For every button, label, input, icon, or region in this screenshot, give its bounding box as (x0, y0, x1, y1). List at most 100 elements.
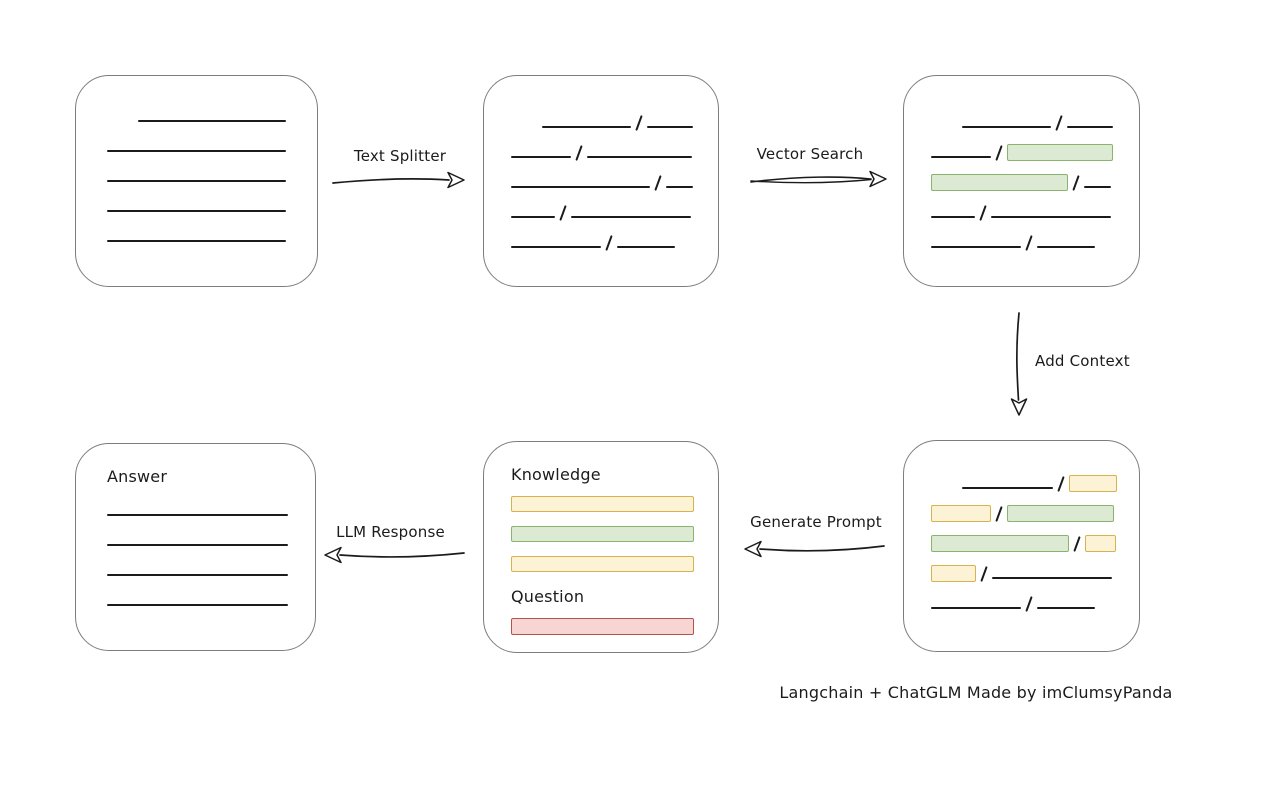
slash-separator (654, 175, 662, 191)
question-bars (511, 618, 718, 635)
text-line (931, 156, 991, 158)
generate-prompt-label: Generate Prompt (750, 513, 882, 531)
text-line (571, 216, 691, 218)
vector-search-arrow (750, 170, 887, 188)
text-line (991, 216, 1111, 218)
yellow-bar (511, 556, 694, 572)
text-row (931, 131, 1139, 161)
question-label: Question (511, 587, 585, 606)
text-line (107, 544, 288, 546)
answer-box: Answer (75, 443, 316, 651)
slash-separator (1072, 175, 1080, 191)
text-row (107, 489, 315, 519)
text-line (107, 150, 286, 152)
text-splitter-arrow (332, 171, 465, 189)
text-row (931, 161, 1139, 191)
text-row (511, 191, 718, 221)
text-row (107, 95, 317, 125)
slash-separator (605, 235, 613, 251)
text-line (511, 246, 601, 248)
text-row (931, 582, 1139, 612)
green-highlight-chip (1007, 505, 1114, 522)
text-line (617, 246, 675, 248)
text-row (931, 522, 1139, 552)
vector-search-result-box (903, 75, 1140, 287)
text-line (962, 126, 1051, 128)
indent-spacer (931, 491, 962, 492)
text-line (138, 120, 286, 122)
text-row (511, 101, 718, 131)
text-row (931, 492, 1139, 522)
text-line (1037, 246, 1095, 248)
text-line (107, 604, 288, 606)
generate-prompt-arrow (744, 540, 885, 558)
text-line (1067, 126, 1113, 128)
slash-separator (575, 145, 583, 161)
add-context-arrow (1010, 312, 1028, 416)
text-row (931, 191, 1139, 221)
yellow-highlight-chip (931, 505, 991, 522)
yellow-highlight-chip (931, 565, 976, 582)
yellow-highlight-chip (1069, 475, 1117, 492)
text-line (992, 577, 1112, 579)
text-line (931, 607, 1021, 609)
text-row (931, 462, 1139, 492)
indent-spacer (511, 130, 542, 131)
slash-separator (1057, 476, 1065, 492)
indent-spacer (107, 124, 138, 125)
prompt-box: Knowledge Question (483, 441, 719, 653)
green-bar (511, 526, 694, 542)
slash-separator (1073, 536, 1081, 552)
document-lines (107, 95, 317, 245)
slash-separator (995, 145, 1003, 161)
text-row (107, 155, 317, 185)
diagram-caption: Langchain + ChatGLM Made by imClumsyPand… (779, 683, 1173, 702)
vector-result-rows (931, 101, 1139, 251)
context-result-box (903, 440, 1140, 652)
slash-separator (635, 115, 643, 131)
text-line (107, 514, 288, 516)
text-row (107, 215, 317, 245)
text-splitter-label: Text Splitter (353, 147, 447, 165)
text-line (107, 240, 286, 242)
text-line (107, 210, 286, 212)
text-line (962, 487, 1053, 489)
text-row (511, 221, 718, 251)
text-row (511, 161, 718, 191)
text-line (931, 246, 1021, 248)
split-text-rows (511, 101, 718, 251)
text-row (931, 221, 1139, 251)
text-line (666, 186, 693, 188)
context-result-rows (931, 462, 1139, 612)
text-line (1084, 186, 1111, 188)
text-row (107, 549, 315, 579)
slash-separator (979, 205, 987, 221)
slash-separator (1025, 235, 1033, 251)
yellow-highlight-chip (1085, 535, 1116, 552)
text-line (107, 180, 286, 182)
slash-separator (995, 506, 1003, 522)
text-line (511, 156, 571, 158)
text-line (587, 156, 692, 158)
slash-separator (1025, 596, 1033, 612)
text-line (511, 216, 555, 218)
split-text-box (483, 75, 719, 287)
source-document-box (75, 75, 318, 287)
slash-separator (559, 205, 567, 221)
llm-response-label: LLM Response (336, 523, 445, 541)
text-line (1037, 607, 1095, 609)
green-highlight-chip (1007, 144, 1113, 161)
text-row (931, 552, 1139, 582)
answer-lines (107, 489, 315, 609)
llm-response-arrow (324, 546, 465, 564)
indent-spacer (931, 130, 962, 131)
answer-label: Answer (107, 467, 168, 486)
text-line (542, 126, 631, 128)
add-context-label: Add Context (1035, 352, 1130, 370)
text-row (107, 519, 315, 549)
green-highlight-chip (931, 535, 1069, 552)
text-line (107, 574, 288, 576)
knowledge-label: Knowledge (511, 465, 601, 484)
slash-separator (1055, 115, 1063, 131)
